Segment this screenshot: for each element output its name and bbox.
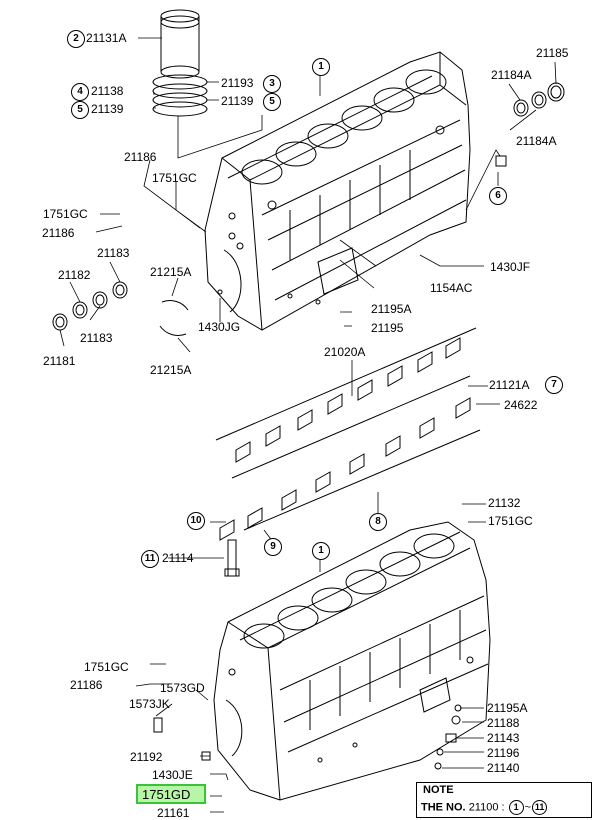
part-label-21114[interactable]: 21114 [162,551,194,565]
note-title: NOTE [423,784,454,796]
note-prefix: THE NO. [421,801,466,814]
callout-6: 6 [489,187,507,205]
part-label-21193[interactable]: 21193 [221,76,254,90]
part-label-1751gd[interactable]: 1751GD [142,787,191,802]
callout-11: 11 [141,550,159,568]
cam-bushings [495,82,565,167]
note-box: NOTE THE NO. 21100 : 1~11 [416,782,592,818]
part-label-21195a-top[interactable]: 21195A [371,302,412,316]
callout-9: 9 [264,538,282,556]
bearing-caps [215,327,481,541]
leader-lines [59,37,557,813]
part-label-21182[interactable]: 21182 [58,268,91,282]
small-parts-bottom [153,704,462,770]
part-label-21140[interactable]: 21140 [487,761,520,775]
callout-8: 8 [369,513,387,531]
part-label-21195a-bottom[interactable]: 21195A [487,701,528,715]
note-number: 21100 [468,801,499,814]
part-label-1430jg[interactable]: 1430JG [198,320,241,334]
part-label-21183-bottom[interactable]: 21183 [80,331,113,345]
note-range-sep: ~ [524,801,532,814]
part-label-1751gc-left[interactable]: 1751GC [43,207,88,221]
part-label-1573gd[interactable]: 1573GD [160,681,205,695]
part-label-21138[interactable]: 21138 [91,84,124,98]
part-label-21181[interactable]: 21181 [43,354,76,368]
part-label-21131a[interactable]: 21131A [86,31,127,45]
callout-7: 7 [545,376,563,394]
part-label-21139-right[interactable]: 21139 [221,94,254,108]
cylinder-block-bottom [213,521,491,801]
part-label-21184a-top[interactable]: 21184A [491,68,532,82]
part-label-21186-left[interactable]: 21186 [42,226,75,240]
piston-rings [152,74,208,117]
cylinder-block-top [204,51,471,331]
part-label-1430jf[interactable]: 1430JF [490,260,531,274]
part-label-21186-bottom[interactable]: 21186 [70,678,103,692]
callout-1-bottom: 1 [312,542,330,560]
part-label-21161[interactable]: 21161 [157,806,190,820]
callout-2: 2 [67,30,85,48]
part-label-21184a-bottom[interactable]: 21184A [516,134,557,148]
part-label-24622[interactable]: 24622 [504,398,538,412]
part-label-1751gc-bottom[interactable]: 1751GC [84,660,129,674]
part-label-21020a[interactable]: 21020A [324,345,366,359]
part-label-21185[interactable]: 21185 [536,46,569,60]
callout-1-top: 1 [312,58,330,76]
part-label-21215a-bottom[interactable]: 21215A [150,363,192,377]
part-label-21139-left[interactable]: 21139 [91,102,124,116]
note-range-end: 11 [532,800,548,815]
part-label-1751gc-mid[interactable]: 1751GC [488,514,533,528]
part-label-1751gc-top[interactable]: 1751GC [152,171,197,185]
note-separator: : [501,801,505,814]
crank-bushings [52,281,189,336]
highlighted-part-box[interactable] [136,784,206,804]
part-label-21121a[interactable]: 21121A [489,378,530,392]
part-label-21195[interactable]: 21195 [371,321,404,335]
part-label-1154ac[interactable]: 1154AC [430,281,473,295]
part-label-21186-top[interactable]: 21186 [124,150,157,164]
callout-3: 3 [263,75,281,93]
part-label-21183-top[interactable]: 21183 [97,246,130,260]
part-label-21192[interactable]: 21192 [130,750,163,764]
note-body: THE NO. 21100 : 1~11 [421,800,548,815]
callout-10: 10 [187,512,205,530]
callout-5: 5 [71,101,89,119]
part-label-21143[interactable]: 21143 [487,731,520,745]
main-bolt [224,539,240,577]
part-label-21132[interactable]: 21132 [488,496,521,510]
part-label-1573jk[interactable]: 1573JK [129,697,170,711]
note-range-start: 1 [508,800,524,815]
cylinder-liner [160,9,200,79]
part-label-21188[interactable]: 21188 [487,716,520,730]
part-label-21215a-top[interactable]: 21215A [150,265,192,279]
part-label-1430je[interactable]: 1430JE [152,768,193,782]
callout-5b: 5 [263,93,281,111]
part-label-21196[interactable]: 21196 [487,746,520,760]
callout-4: 4 [71,83,89,101]
